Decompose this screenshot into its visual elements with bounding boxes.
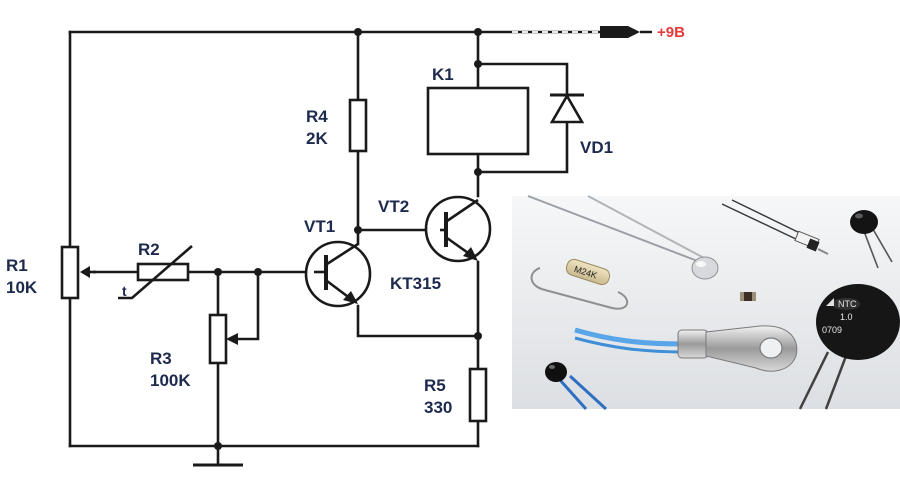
r1-potentiometer	[60, 245, 96, 300]
r1-name: R1	[6, 256, 28, 275]
smd-thermistor-icon	[740, 292, 756, 301]
r5-resistor	[468, 367, 488, 423]
epoxy-bead-thermistor-icon	[850, 210, 893, 269]
junction-dots	[214, 28, 482, 450]
vt2-transistor	[424, 195, 492, 263]
r4-value: 2K	[306, 129, 328, 148]
r5-value: 330	[424, 398, 452, 417]
r4-name: R4	[306, 107, 328, 126]
r1-value: 10K	[6, 278, 38, 297]
r3-value: 100K	[150, 371, 191, 390]
wires	[68, 30, 602, 466]
axial-thermistor-icon: M24K	[530, 258, 628, 310]
r3-trimmer	[208, 313, 238, 365]
ntc-disc-thermistor-icon: NTC 1.0 0709	[798, 284, 900, 410]
thermistor-photo: M24K	[512, 195, 900, 411]
ring-lug-thermistor-icon	[574, 325, 798, 372]
vt1-transistor	[304, 240, 372, 308]
ntc-marking-1: NTC	[838, 299, 857, 309]
r2-name: R2	[138, 240, 160, 259]
r4-resistor	[348, 98, 368, 153]
vt1-name: VT1	[304, 217, 335, 236]
r2-temperature-symbol: t	[122, 283, 127, 299]
blue-lead-thermistor-icon	[545, 362, 608, 411]
k1-name: K1	[432, 65, 454, 84]
r2-thermistor	[118, 245, 193, 300]
r5-name: R5	[424, 376, 446, 395]
vt2-name: VT2	[378, 197, 409, 216]
supply-label: +9B	[657, 24, 685, 41]
diode-style-thermistor-icon	[721, 199, 829, 255]
vt2-type: KT315	[390, 274, 441, 293]
r3-name: R3	[150, 349, 172, 368]
glass-bead-thermistor-icon	[527, 195, 719, 280]
ntc-marking-3: 0709	[822, 325, 842, 335]
vd1-name: VD1	[580, 138, 613, 157]
supply-plug-icon	[512, 26, 652, 38]
ntc-marking-2: 1.0	[840, 312, 853, 322]
k1-relay-coil	[426, 86, 530, 156]
vd1-diode-icon	[549, 93, 585, 124]
